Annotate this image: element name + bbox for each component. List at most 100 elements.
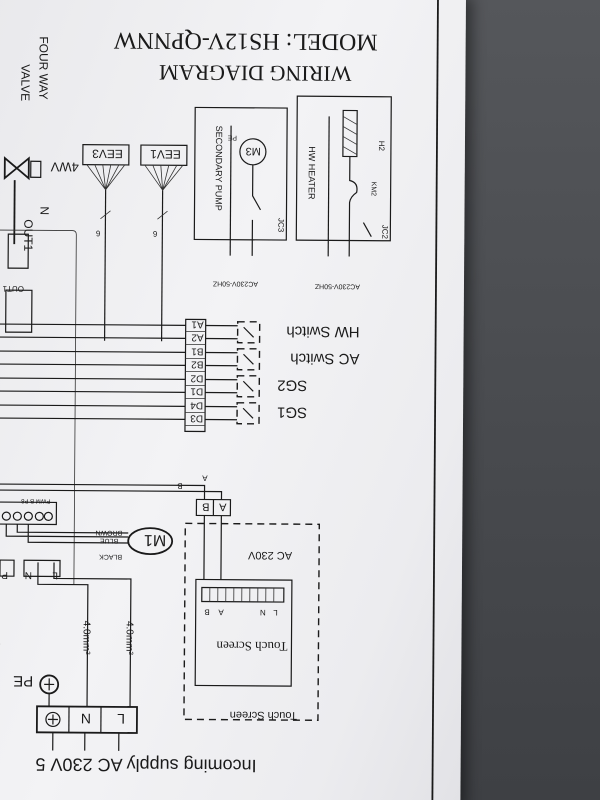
terminal-label: D3: [190, 412, 203, 423]
terminal-wire: [0, 377, 186, 380]
ln-terminal: [23, 559, 61, 578]
eev3-label: EEV3: [92, 147, 123, 161]
out1-small-label: OUT1: [2, 284, 24, 293]
supply-terminal-block: [35, 705, 138, 734]
switch-contact-icon: [205, 405, 254, 421]
control-board-outline: [0, 229, 77, 585]
four-way-valve-label-2: VALVE: [18, 64, 32, 101]
p-terminal: [0, 559, 15, 577]
h2-label: H2: [377, 141, 386, 152]
switch-box: [236, 375, 261, 398]
switch-label: SG1: [277, 404, 307, 421]
terminal-wire: [0, 390, 186, 393]
ac-left-label: AC230V-50HZ: [212, 280, 258, 287]
km2-relay-icon: [348, 156, 358, 257]
touch-pin-l: L: [273, 608, 278, 617]
touch-pin-b: B: [204, 607, 209, 616]
terminal-label: A1: [191, 318, 204, 329]
eev1-box: [140, 144, 188, 166]
incoming-supply-label: Incoming supply AC 230V 5: [35, 754, 256, 776]
out1-connector: [7, 233, 29, 269]
wire-b-label: B: [177, 481, 182, 490]
four-way-valve-label-1: FOUR WAY: [36, 36, 50, 99]
m3-label: M3: [246, 145, 261, 157]
jc2-switch: [362, 222, 372, 237]
pe-label: PE: [13, 672, 33, 689]
pwm-label: PWM B P8: [20, 497, 50, 503]
terminal-wire: [0, 350, 186, 353]
wire-count-2: 6: [152, 229, 157, 238]
touch-screen-inner-label: Touch Screen: [216, 639, 288, 654]
ac-230v-label: AC 230V: [247, 549, 292, 561]
terminal-label: D1: [190, 385, 203, 396]
sheet-border: [431, 0, 439, 800]
terminal-strip: [184, 318, 207, 433]
terminal-wire: [0, 363, 186, 366]
supply-wires: [37, 562, 132, 707]
secondary-pump-label: SECONDARY PUMP: [213, 126, 224, 211]
jc2-label: JC2: [380, 225, 389, 240]
wire-brown: BROWN: [95, 529, 122, 536]
ac-right-label: AC230V-50HZ: [314, 282, 360, 289]
touch-terminal-block: [201, 586, 285, 603]
diagram-title: WIRING DIAGRAM: [159, 60, 352, 86]
switch-label: HW Switch: [286, 323, 359, 341]
out1-terminal-box: [5, 289, 33, 333]
switch-label: AC Switch: [290, 350, 359, 367]
wire-count-1: 6: [95, 229, 100, 238]
l-small: L: [52, 569, 58, 580]
wire-size-1: 4.0mm²: [80, 621, 91, 656]
n-small: N: [25, 569, 32, 580]
fan-motor-icon: [127, 527, 174, 556]
switch-box: [236, 321, 261, 344]
eev1-wire: [160, 190, 164, 342]
terminal-label: B2: [191, 358, 204, 369]
ab-bus-wires: [0, 483, 223, 500]
supply-l-label: L: [117, 711, 125, 727]
heater-hatch: [342, 116, 358, 155]
eev3-box: [82, 144, 130, 166]
jc3-label: JC3: [276, 218, 285, 233]
pwm-connector: [0, 501, 58, 526]
heater-wire: [327, 116, 330, 257]
ab-a-label: A: [218, 501, 226, 513]
wiring-diagram-sheet: MODEL: HS12V-QPNNW WIRING DIAGRAM FOUR W…: [0, 0, 466, 800]
incoming-wires: [52, 732, 120, 751]
wire-blue: BLUE: [100, 537, 119, 544]
switch-box: [236, 402, 260, 425]
model-text: MODEL: HS12V-QPNNW: [113, 27, 377, 55]
wire-a-label: A: [202, 473, 208, 482]
switch-box: [236, 348, 261, 371]
terminal-wire: [0, 323, 186, 326]
eev-fan-lines: [86, 164, 184, 191]
terminal-wire: [0, 417, 186, 420]
eev1-label: EEV1: [150, 147, 181, 161]
touch-screen-panel: [194, 578, 293, 687]
supply-ground-mark: [47, 714, 58, 725]
touch-terminal-pins: [209, 587, 275, 602]
pwm-pins: [1, 511, 53, 522]
touch-screen-outer-label: Touch Screen: [230, 709, 297, 721]
wire-black: BLACK: [99, 553, 122, 560]
terminal-label: A2: [191, 331, 204, 342]
n-letter: N: [37, 206, 51, 215]
pump-wire: [229, 125, 232, 256]
touch-screen-outline: [183, 522, 321, 721]
switch-label: SG2: [277, 377, 307, 394]
jc3-switch: [251, 164, 262, 256]
terminal-wire: [0, 404, 186, 407]
valve-symbol-icon: [3, 156, 42, 181]
terminal-label: D4: [190, 399, 203, 410]
m1-label: M1: [144, 531, 166, 548]
terminal-label: B1: [191, 345, 204, 356]
switch-contact-icon: [205, 351, 254, 367]
secondary-pump-box: [193, 106, 288, 241]
four-way-label: 4WV: [50, 159, 79, 174]
supply-n-label: N: [81, 711, 91, 727]
supply-ground-icon: [45, 711, 61, 728]
ab-b-label: B: [202, 500, 209, 512]
touch-bus-wires: [203, 515, 222, 580]
hw-heater-label: HW HEATER: [307, 146, 317, 200]
wiring-diagram: MODEL: HS12V-QPNNW WIRING DIAGRAM FOUR W…: [0, 0, 439, 800]
touch-pin-n: N: [260, 608, 266, 617]
